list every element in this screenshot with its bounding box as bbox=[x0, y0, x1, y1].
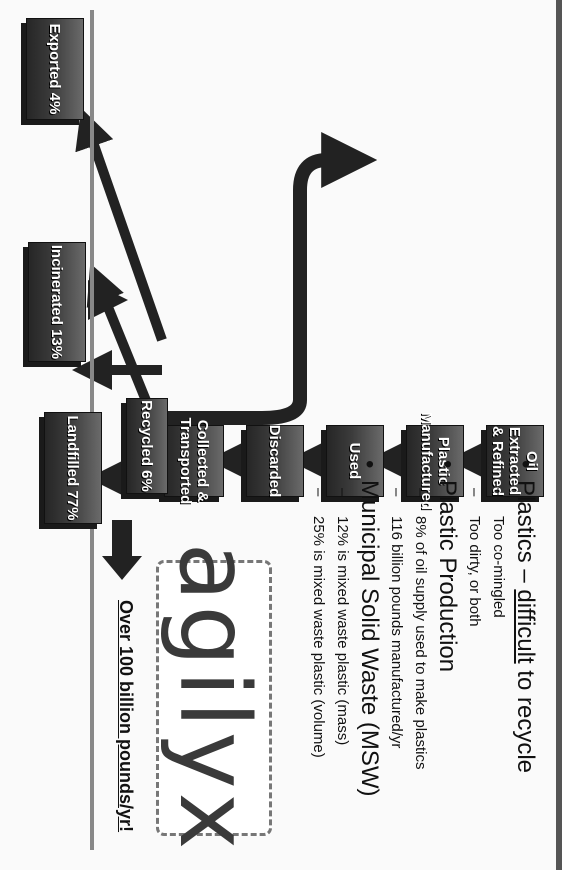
callout-text: Over 100 billion pounds/yr! bbox=[116, 600, 136, 833]
sub-mass: 12% is mixed waste plastic (mass) bbox=[330, 458, 354, 858]
sub-billion-pounds: 116 billion pounds manufactured/yr bbox=[384, 458, 408, 858]
bullet-list: Plastics – difficult to recycle Too co-m… bbox=[306, 458, 540, 858]
sub-oil-supply: 8% of oil supply used to make plastics bbox=[408, 458, 432, 858]
box-collected-label: Collected & Transported bbox=[177, 417, 211, 505]
box-exported-label: Exported 4% bbox=[46, 23, 64, 115]
box-discarded: Discarded bbox=[246, 425, 304, 497]
box-landfilled-label: Landfilled 77% bbox=[64, 415, 82, 521]
box-incinerated: Incinerated 13% bbox=[28, 242, 86, 362]
bullet-plastics-a: Plastics – bbox=[512, 480, 539, 590]
bullet-plastics-c: to recycle bbox=[512, 663, 539, 774]
box-discarded-label: Discarded bbox=[266, 424, 284, 498]
sub-too-dirty: Too dirty, or both bbox=[462, 458, 486, 858]
arrow-to-exported bbox=[75, 108, 167, 342]
box-collected: Collected & Transported bbox=[164, 418, 224, 504]
sub-volume: 25% is mixed waste plastic (volume) bbox=[306, 458, 330, 858]
box-landfilled: Landfilled 77% bbox=[44, 412, 102, 524]
bullet-production: Plastic Production bbox=[432, 458, 462, 858]
agilyx-logo-text: agilyx bbox=[158, 542, 270, 854]
box-exported: Exported 4% bbox=[26, 18, 84, 120]
bullet-msw: Municipal Solid Waste (MSW) bbox=[354, 458, 384, 858]
bullet-plastics: Plastics – difficult to recycle bbox=[510, 458, 540, 858]
callout-arrow bbox=[102, 520, 142, 580]
sub-co-mingled: Too co-mingled bbox=[486, 458, 510, 858]
box-recycled-label: Recycled 6% bbox=[138, 400, 156, 492]
arrow-recycle-loop bbox=[168, 132, 378, 425]
bullet-plastics-b: difficult bbox=[512, 589, 539, 664]
box-recycled: Recycled 6% bbox=[126, 398, 168, 494]
box-incinerated-label: Incinerated 13% bbox=[48, 244, 66, 360]
agilyx-logo: agilyx bbox=[156, 543, 272, 853]
